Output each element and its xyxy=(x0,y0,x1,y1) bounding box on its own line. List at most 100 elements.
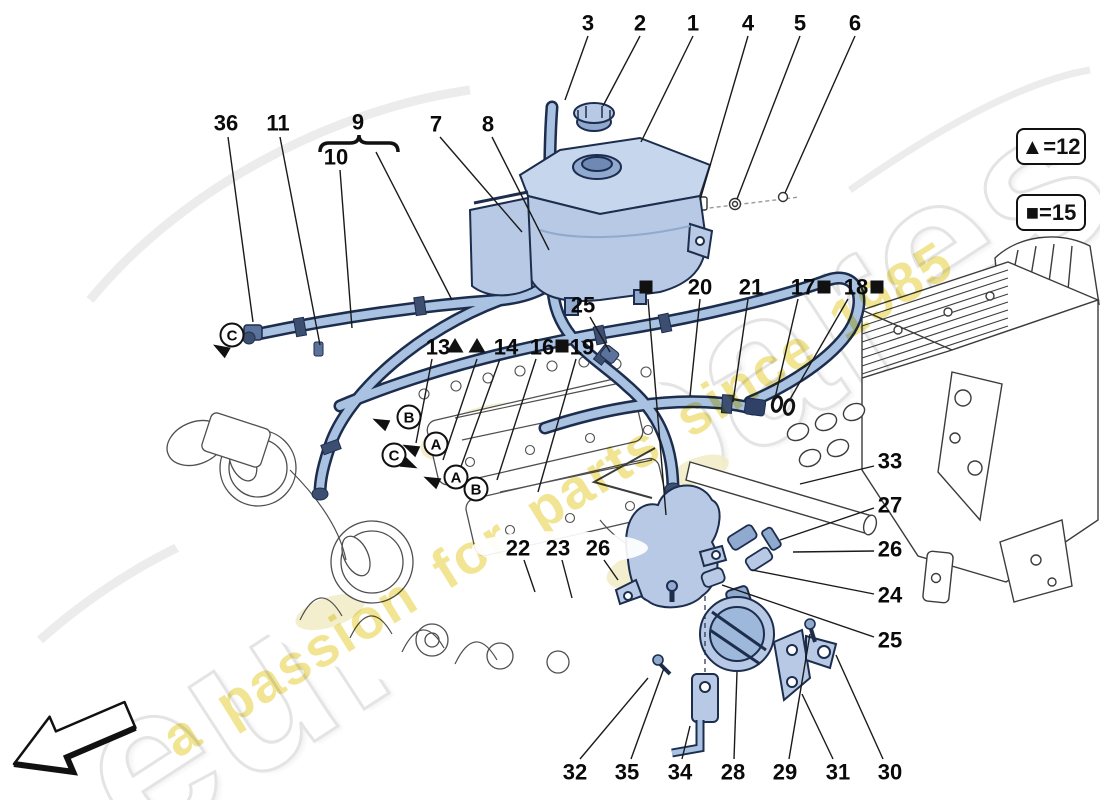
square-icon: ■ xyxy=(1025,199,1039,225)
svg-text:5: 5 xyxy=(794,11,806,36)
svg-text:13: 13 xyxy=(426,335,450,360)
svg-text:A: A xyxy=(451,470,462,487)
callout-9: 9 xyxy=(352,110,364,135)
svg-text:34: 34 xyxy=(668,760,693,785)
svg-text:36: 36 xyxy=(214,111,238,136)
svg-text:20: 20 xyxy=(688,275,712,300)
callout-3: 3 xyxy=(564,11,594,101)
svg-text:3: 3 xyxy=(582,11,594,36)
label-backdrop xyxy=(472,531,648,565)
svg-text:25: 25 xyxy=(878,628,902,653)
svg-text:22: 22 xyxy=(506,536,530,561)
square-marker xyxy=(817,280,831,294)
callout-18: 18 xyxy=(788,275,868,402)
install-direction-arrow xyxy=(423,476,442,490)
callout-5: 5 xyxy=(736,11,806,200)
svg-text:A: A xyxy=(431,437,442,454)
callout-17: 17 xyxy=(774,275,815,399)
pipe-lineart xyxy=(591,447,878,536)
install-direction-arrow xyxy=(402,444,421,458)
camshaft-lineart xyxy=(786,402,866,468)
svg-text:32: 32 xyxy=(563,760,587,785)
letter-marker-A: A xyxy=(443,464,469,490)
svg-text:21: 21 xyxy=(739,275,763,300)
svg-text:7: 7 xyxy=(430,112,442,137)
sensors xyxy=(700,524,782,588)
expansion-tank xyxy=(468,136,714,316)
callout-32: 32 xyxy=(563,677,649,785)
svg-text:17: 17 xyxy=(791,275,815,300)
triangle-marker xyxy=(446,338,464,353)
svg-text:31: 31 xyxy=(826,760,850,785)
svg-text:35: 35 xyxy=(615,760,639,785)
svg-text:8: 8 xyxy=(482,112,494,137)
svg-text:33: 33 xyxy=(878,449,902,474)
callout-10: 10 xyxy=(324,145,353,329)
callout-25: 25 xyxy=(571,293,611,353)
svg-text:30: 30 xyxy=(878,760,902,785)
callout-2: 2 xyxy=(602,11,646,107)
callout-1: 1 xyxy=(640,11,699,143)
svg-text:B: B xyxy=(471,482,482,499)
callout-20: 20 xyxy=(688,275,712,397)
callout-7: 7 xyxy=(430,112,523,233)
svg-text:28: 28 xyxy=(721,760,745,785)
install-direction-arrow xyxy=(372,418,391,432)
svg-text:9: 9 xyxy=(352,110,364,135)
callout-21: 21 xyxy=(732,275,763,403)
legend-square-count: ■=15 xyxy=(1016,194,1086,231)
letter-marker-A: A xyxy=(423,431,449,457)
callout-24: 24 xyxy=(751,569,903,608)
screws xyxy=(652,618,817,676)
callout-30: 30 xyxy=(835,654,902,785)
svg-text:4: 4 xyxy=(742,11,755,36)
callout-4: 4 xyxy=(699,11,755,201)
callout-35: 35 xyxy=(615,667,665,785)
svg-text:10: 10 xyxy=(324,145,348,170)
svg-text:24: 24 xyxy=(878,583,903,608)
water-pump xyxy=(699,585,775,672)
svg-text:B: B xyxy=(404,410,415,427)
svg-text:C: C xyxy=(389,448,400,465)
legend-triangle-count: ▲=12 xyxy=(1016,128,1086,165)
callout-31: 31 xyxy=(801,693,850,785)
letter-marker-B: B xyxy=(463,476,489,502)
direction-arrow xyxy=(12,700,137,776)
install-direction-arrow xyxy=(213,344,231,359)
callout-23: 23 xyxy=(546,536,573,599)
svg-text:6: 6 xyxy=(849,11,861,36)
install-direction-arrow xyxy=(399,455,418,469)
callout-26: 26 xyxy=(586,536,619,581)
svg-text:14: 14 xyxy=(494,335,519,360)
svg-text:26: 26 xyxy=(878,537,902,562)
letter-marker-B: B xyxy=(396,404,422,430)
callout-22: 22 xyxy=(506,536,536,593)
svg-text:18: 18 xyxy=(844,275,868,300)
svg-text:11: 11 xyxy=(266,111,289,136)
letter-marker-C: C xyxy=(219,322,245,348)
svg-text:1: 1 xyxy=(687,11,699,36)
svg-text:29: 29 xyxy=(773,760,797,785)
callout-26: 26 xyxy=(792,537,902,562)
svg-text:25: 25 xyxy=(571,293,595,318)
pump-bracket xyxy=(671,596,719,758)
bracket-brace-9 xyxy=(318,134,453,301)
callout-28: 28 xyxy=(721,671,745,785)
letter-marker-C: C xyxy=(381,442,407,468)
mount-brackets xyxy=(772,628,838,702)
filler-cap xyxy=(573,102,615,132)
square-marker xyxy=(555,339,569,353)
square-marker xyxy=(639,280,667,516)
coolant-system-parts xyxy=(242,100,866,758)
callout-19: 19 xyxy=(537,335,594,493)
callout-11: 11 xyxy=(266,111,321,346)
svg-text:16: 16 xyxy=(530,335,554,360)
svg-text:2: 2 xyxy=(634,11,646,36)
callout-36: 36 xyxy=(214,111,254,323)
callout-8: 8 xyxy=(482,112,550,251)
triangle-marker xyxy=(442,338,486,461)
callout-13: 13 xyxy=(415,335,450,444)
